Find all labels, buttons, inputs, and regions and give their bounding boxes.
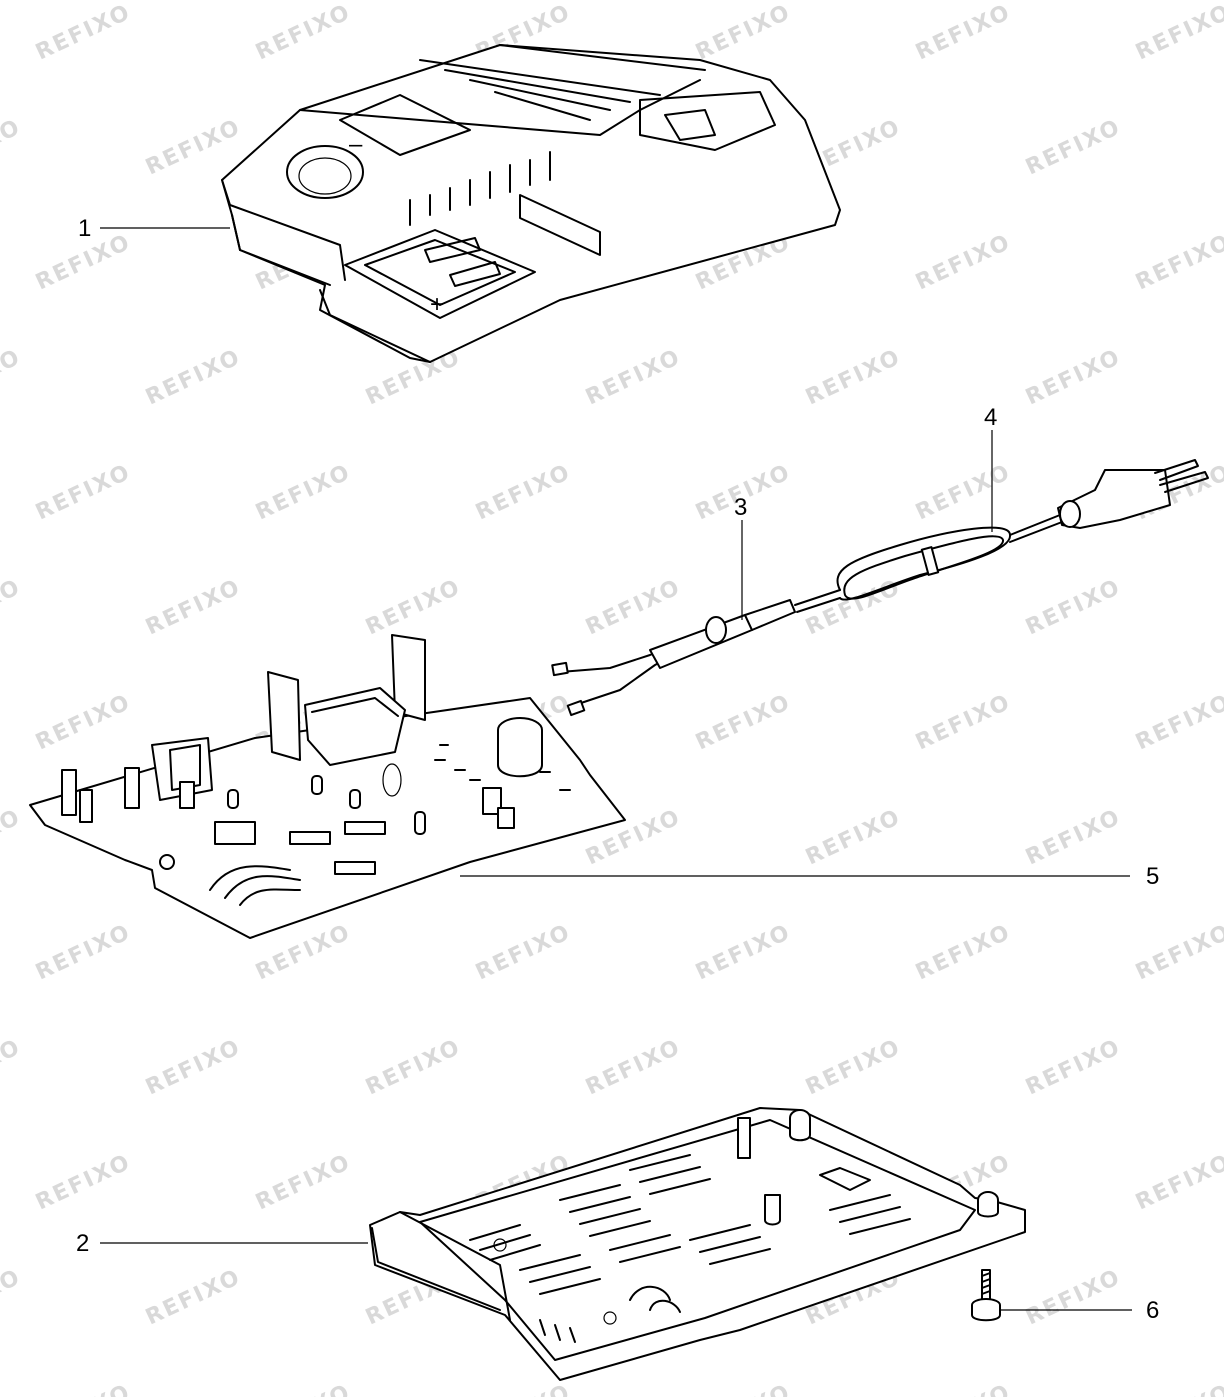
watermark-text: REFIXO xyxy=(472,920,575,986)
watermark-text: REFIXO xyxy=(0,575,25,641)
watermark-text: REFIXO xyxy=(912,230,1015,296)
watermark-text: REFIXO xyxy=(1022,1265,1125,1331)
callout-3: 3 xyxy=(734,494,747,521)
callout-4: 4 xyxy=(984,404,997,431)
callout-6: 6 xyxy=(1146,1297,1159,1324)
watermark-text: REFIXO xyxy=(32,690,135,756)
watermark-text: REFIXO xyxy=(1132,0,1224,65)
watermark-text: REFIXO xyxy=(912,460,1015,526)
watermark-text: REFIXO xyxy=(692,920,795,986)
watermark-text: REFIXO xyxy=(692,690,795,756)
watermark-text: REFIXO xyxy=(32,920,135,986)
watermark-text: REFIXO xyxy=(1022,345,1125,411)
screw xyxy=(971,1269,1001,1322)
watermark-text: REFIXO xyxy=(692,0,795,65)
watermark-text: REFIXO xyxy=(1132,1380,1224,1397)
watermark-text: REFIXO xyxy=(912,690,1015,756)
watermark-text: REFIXO xyxy=(1022,1035,1125,1101)
charger-housing: – + xyxy=(221,44,841,363)
watermark-text: REFIXO xyxy=(252,460,355,526)
watermark-text: REFIXO xyxy=(582,1035,685,1101)
watermark-text: REFIXO xyxy=(142,1035,245,1101)
watermark-text: REFIXO xyxy=(802,1035,905,1101)
watermark-text: REFIXO xyxy=(1022,115,1125,181)
circuit-board xyxy=(29,634,626,939)
watermark-text: REFIXO xyxy=(32,1150,135,1216)
watermark-text: REFIXO xyxy=(142,1265,245,1331)
base-plate xyxy=(369,1107,1026,1381)
watermark-text: REFIXO xyxy=(912,1380,1015,1397)
charger-plus-mark: + xyxy=(430,291,444,318)
watermark-text: REFIXO xyxy=(0,1265,25,1331)
watermark-text: REFIXO xyxy=(1132,920,1224,986)
watermark-text: REFIXO xyxy=(802,805,905,871)
watermark-text: REFIXO xyxy=(582,345,685,411)
watermark-text: REFIXO xyxy=(802,575,905,641)
watermark-text: REFIXO xyxy=(32,0,135,65)
watermark-text: REFIXO xyxy=(472,1380,575,1397)
callout-1: 1 xyxy=(78,215,91,242)
watermark-text: REFIXO xyxy=(0,1035,25,1101)
watermark-text: REFIXO xyxy=(32,1380,135,1397)
watermark-text: REFIXO xyxy=(252,1380,355,1397)
watermark-text: REFIXO xyxy=(472,460,575,526)
watermark-text: REFIXO xyxy=(912,0,1015,65)
watermark-text: REFIXO xyxy=(692,1380,795,1397)
watermark-text: REFIXO xyxy=(1132,690,1224,756)
watermark-text: REFIXO xyxy=(1022,575,1125,641)
watermark-text: REFIXO xyxy=(0,115,25,181)
callout-2: 2 xyxy=(76,1230,89,1257)
callout-5: 5 xyxy=(1146,863,1159,890)
watermark-text: REFIXO xyxy=(142,345,245,411)
watermark-text: REFIXO xyxy=(802,345,905,411)
watermark-text: REFIXO xyxy=(362,1035,465,1101)
watermark-text: REFIXO xyxy=(1132,1150,1224,1216)
watermark-text: REFIXO xyxy=(912,920,1015,986)
watermark-text: REFIXO xyxy=(1022,805,1125,871)
watermark-text: REFIXO xyxy=(362,575,465,641)
watermark-text: REFIXO xyxy=(0,345,25,411)
watermark-text: REFIXO xyxy=(142,115,245,181)
watermark-text: REFIXO xyxy=(0,805,25,871)
watermark-text: REFIXO xyxy=(252,0,355,65)
watermark-text: REFIXO xyxy=(252,1150,355,1216)
watermark-text: REFIXO xyxy=(1132,230,1224,296)
watermark-text: REFIXO xyxy=(582,575,685,641)
mains-cable xyxy=(551,459,1209,717)
watermark-text: REFIXO xyxy=(32,460,135,526)
watermark-text: REFIXO xyxy=(142,575,245,641)
charger-minus-mark: – xyxy=(349,131,363,158)
